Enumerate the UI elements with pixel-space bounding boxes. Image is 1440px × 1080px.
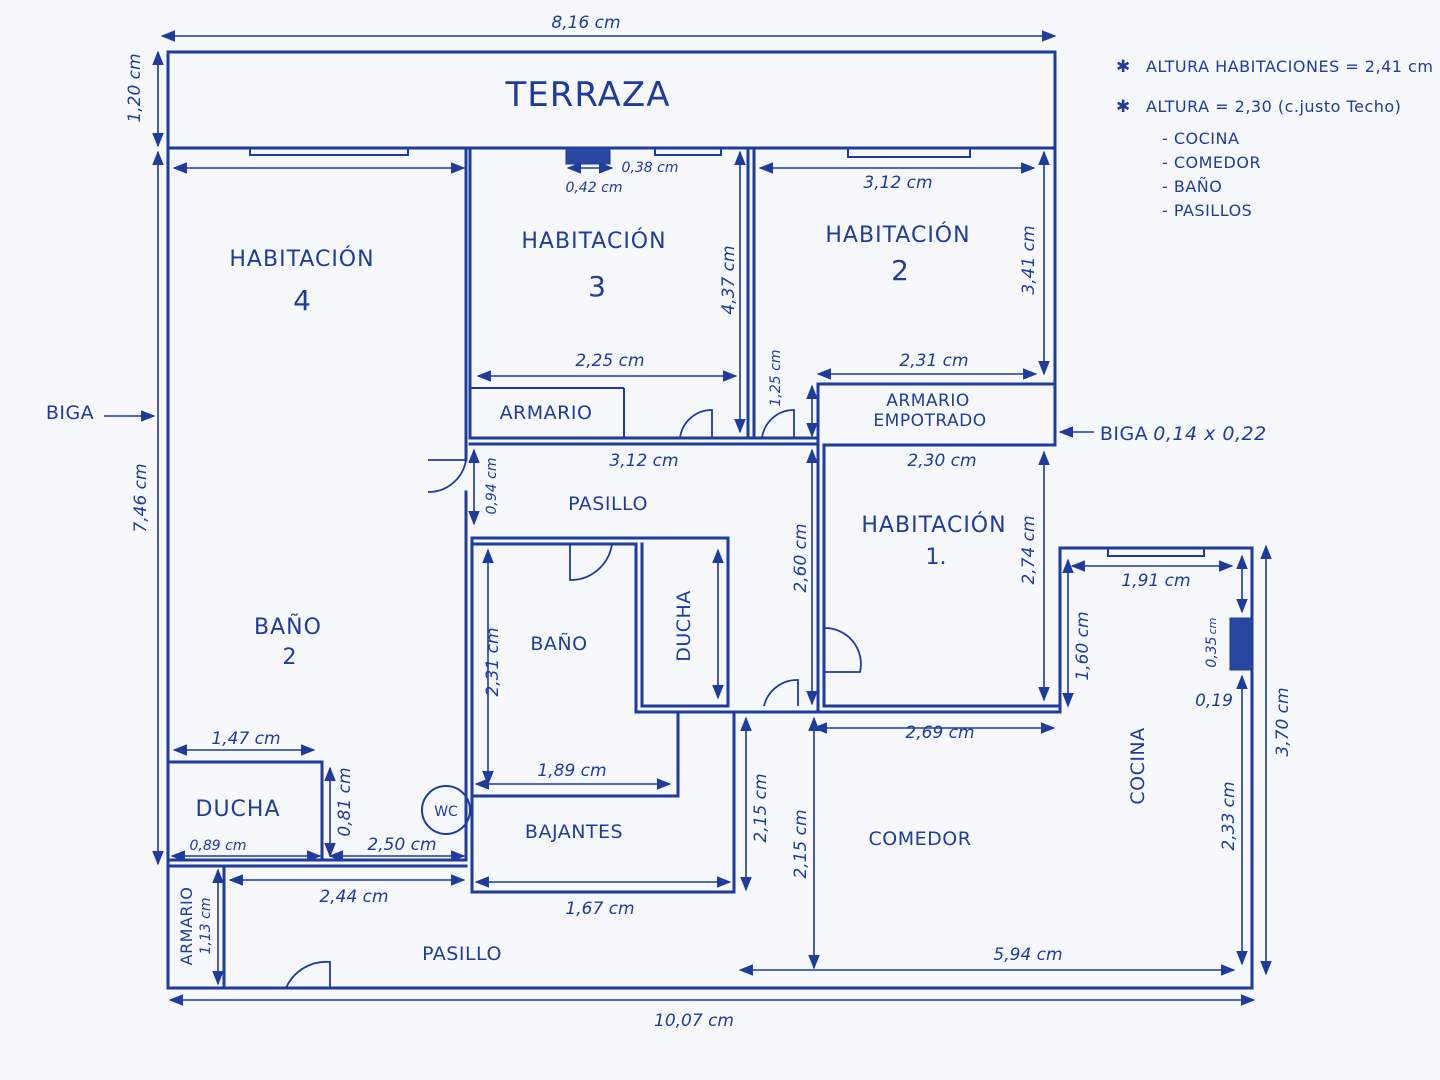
dim-ducha-width: 1,47 cm [211, 729, 280, 749]
note-item-cocina: - COCINA [1162, 129, 1239, 148]
dim-column-w: 0,19 [1195, 691, 1233, 711]
room-armario-empotrado-1: ARMARIO [886, 391, 969, 411]
note-item-pasillos: - PASILLOS [1162, 201, 1252, 220]
room-pasillo-upper: PASILLO [568, 493, 648, 515]
dim-column-suffix: cm [1206, 618, 1219, 635]
room-ducha-vertical: DUCHA [673, 590, 695, 662]
note-bullet-2: ✱ [1116, 97, 1131, 117]
biga-left-label: BIGA [46, 402, 94, 424]
room-comedor: COMEDOR [869, 828, 972, 850]
room-wc: WC [434, 804, 458, 820]
room-armario: ARMARIO [500, 402, 593, 424]
dim-pasillo-width: 3,12 cm [609, 451, 678, 471]
dim-hab2-width: 3,12 cm [863, 173, 932, 193]
room-hab4-number: 4 [293, 284, 311, 317]
room-bano: BAÑO [530, 632, 587, 655]
wc-fixture [421, 785, 471, 835]
dim-ducha-bottom: 0,89 cm [190, 838, 247, 854]
room-bajantes: BAJANTES [525, 821, 623, 843]
room-armario-lower: ARMARIO [177, 887, 196, 966]
room-hab1-label: HABITACIÓN [861, 512, 1006, 538]
biga-right-label: BIGA [1100, 423, 1148, 445]
room-bano2-label: BAÑO [254, 613, 322, 640]
room-bano2-number: 2 [283, 645, 298, 670]
dim-hab3-height: 4,37 cm [719, 245, 739, 314]
dim-hab1-height: 2,74 cm [1019, 515, 1039, 584]
dim-comedor-left-1: 2,15 cm [751, 773, 771, 842]
dim-comedor-top: 2,69 cm [905, 723, 974, 743]
dim-cocina-top: 1,91 cm [1121, 571, 1190, 591]
dim-comedor-left-2: 2,15 cm [791, 809, 811, 878]
note-line-2: ALTURA = 2,30 (c.justo Techo) [1146, 97, 1401, 116]
note-bullet-1: ✱ [1116, 57, 1131, 77]
room-pasillo-lower: PASILLO [422, 943, 502, 965]
note-item-bano: - BAÑO [1162, 177, 1222, 196]
dim-bano2-bottom: 2,50 cm [367, 835, 436, 855]
dim-bano-height: 2,31 cm [483, 627, 503, 696]
room-hab3-number: 3 [588, 270, 606, 303]
dim-bajantes-width: 1,67 cm [565, 899, 634, 919]
dim-door-gap: 1,25 cm [768, 350, 784, 407]
dimension-lines [104, 30, 1272, 1006]
dim-hab3-window-w: 0,38 cm [622, 160, 679, 176]
dim-terraza-height: 1,20 cm [125, 53, 145, 122]
dim-hab1-width: 2,30 cm [907, 451, 976, 471]
room-hab2-label: HABITACIÓN [825, 222, 970, 248]
dim-pasillo-vertical: 2,60 cm [791, 523, 811, 592]
height-notes: ✱ ALTURA HABITACIONES = 2,41 cm ✱ ALTURA… [1116, 57, 1433, 220]
dim-left-height: 7,46 cm [131, 463, 151, 532]
dim-hab3-window-d: 0,42 cm [566, 180, 623, 196]
dim-pasillo-lower-width: 2,44 cm [319, 887, 388, 907]
note-line-1: ALTURA HABITACIONES = 2,41 cm [1146, 57, 1433, 76]
column-cocina [1229, 617, 1253, 671]
dim-total-width: 10,07 cm [654, 1011, 734, 1031]
room-hab4-label: HABITACIÓN [229, 246, 374, 272]
dim-cocina-lower: 2,33 cm [1219, 781, 1239, 850]
dim-pasillo-height: 0,94 cm [484, 458, 500, 515]
dim-top-width: 8,16 cm [551, 13, 620, 33]
dim-hab2-height: 3,41 cm [1019, 225, 1039, 294]
room-hab3-label: HABITACIÓN [521, 228, 666, 254]
column-hab3 [565, 147, 611, 165]
biga-right-size: 0,14 x 0,22 [1153, 423, 1266, 445]
dim-hab3-width: 2,25 cm [575, 351, 644, 371]
room-armario-empotrado-2: EMPOTRADO [873, 411, 986, 431]
doors [285, 409, 862, 989]
dim-cocina-vertical: 1,60 cm [1073, 611, 1093, 680]
room-hab2-number: 2 [891, 254, 909, 287]
walls [166, 50, 1254, 990]
room-ducha: DUCHA [196, 797, 281, 822]
room-terraza: TERRAZA [505, 75, 671, 115]
note-item-comedor: - COMEDOR [1162, 153, 1261, 172]
dim-hab2-lower-width: 2,31 cm [899, 351, 968, 371]
room-cocina: COCINA [1127, 727, 1149, 804]
dim-armario-height: 1,13 cm [198, 898, 214, 955]
room-hab1-number: 1. [926, 545, 947, 570]
dim-column-h: 0,35 [1204, 636, 1220, 667]
dim-ducha-height: 0,81 cm [335, 767, 355, 836]
dim-bano-width: 1,89 cm [537, 761, 606, 781]
dim-comedor-width: 5,94 cm [993, 945, 1062, 965]
dim-cocina-height: 3,70 cm [1273, 687, 1293, 756]
